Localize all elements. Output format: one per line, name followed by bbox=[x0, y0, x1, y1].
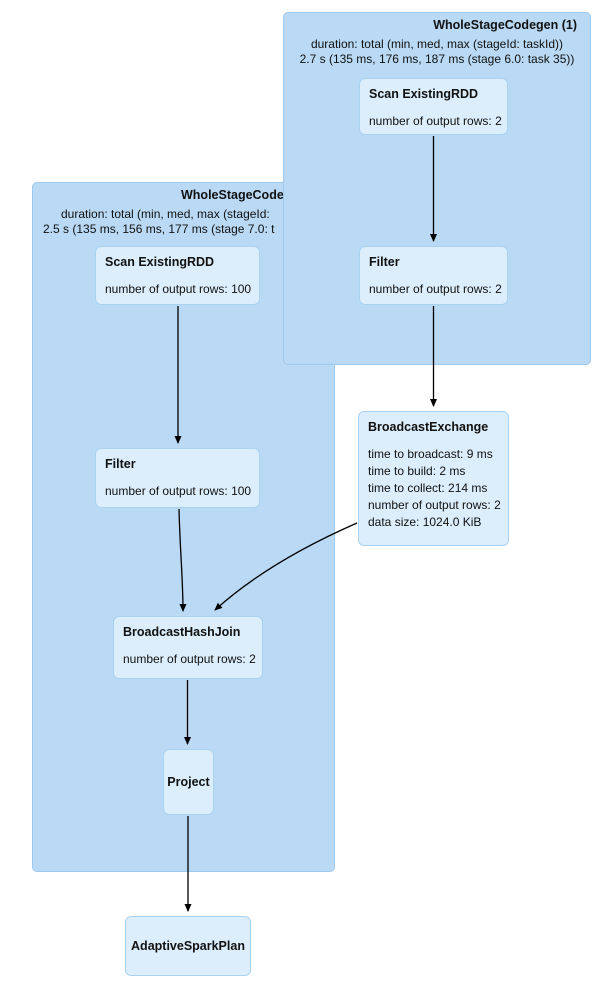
cluster-duration-line1-right: duration: total (min, med, max (stageId:… bbox=[310, 37, 564, 51]
node-title: Project bbox=[167, 774, 210, 789]
cluster-duration-line2-right: 2.7 s (135 ms, 176 ms, 187 ms (stage 6.0… bbox=[299, 52, 575, 66]
node-broadcast-hash-join[interactable]: BroadcastHashJoin number of output rows:… bbox=[113, 616, 263, 679]
node-title: Filter bbox=[369, 255, 400, 269]
cluster-title-left: WholeStageCodegen bbox=[181, 188, 307, 202]
node-project[interactable]: Project bbox=[163, 749, 214, 815]
node-broadcast-exchange[interactable]: BroadcastExchange time to broadcast: 9 m… bbox=[358, 411, 509, 546]
node-title: BroadcastHashJoin bbox=[123, 625, 241, 639]
node-metric: time to build: 2 ms bbox=[368, 464, 466, 478]
node-metric: number of output rows: 2 bbox=[123, 652, 256, 666]
node-metric: number of output rows: 2 bbox=[368, 498, 501, 512]
node-filter-left[interactable]: Filter number of output rows: 100 bbox=[95, 448, 260, 508]
node-title: BroadcastExchange bbox=[368, 420, 489, 434]
cluster-duration-line2-left: 2.5 s (135 ms, 156 ms, 177 ms (stage 7.0… bbox=[43, 222, 275, 236]
node-adaptive-spark-plan[interactable]: AdaptiveSparkPlan bbox=[125, 916, 251, 976]
node-title: Filter bbox=[105, 457, 136, 471]
node-title: Scan ExistingRDD bbox=[369, 87, 479, 101]
node-filter-right[interactable]: Filter number of output rows: 2 bbox=[359, 246, 508, 305]
node-title: AdaptiveSparkPlan bbox=[131, 938, 245, 953]
node-title: Scan ExistingRDD bbox=[105, 255, 215, 269]
node-metric: time to broadcast: 9 ms bbox=[368, 447, 493, 461]
cluster-title-right: WholeStageCodegen (1) bbox=[433, 18, 577, 32]
node-metric: number of output rows: 100 bbox=[105, 484, 252, 498]
node-scan-existingrdd-right[interactable]: Scan ExistingRDD number of output rows: … bbox=[359, 78, 508, 135]
node-metric: number of output rows: 100 bbox=[105, 282, 252, 296]
cluster-wholestagecodegen-1: WholeStageCodegen (1) duration: total (m… bbox=[283, 12, 591, 365]
node-metric: number of output rows: 2 bbox=[369, 114, 502, 128]
node-metric: number of output rows: 2 bbox=[369, 282, 502, 296]
cluster-duration-line1-left: duration: total (min, med, max (stageId: bbox=[61, 207, 270, 221]
node-scan-existingrdd-left[interactable]: Scan ExistingRDD number of output rows: … bbox=[95, 246, 260, 305]
node-metric: data size: 1024.0 KiB bbox=[368, 515, 482, 529]
node-metric: time to collect: 214 ms bbox=[368, 481, 488, 495]
